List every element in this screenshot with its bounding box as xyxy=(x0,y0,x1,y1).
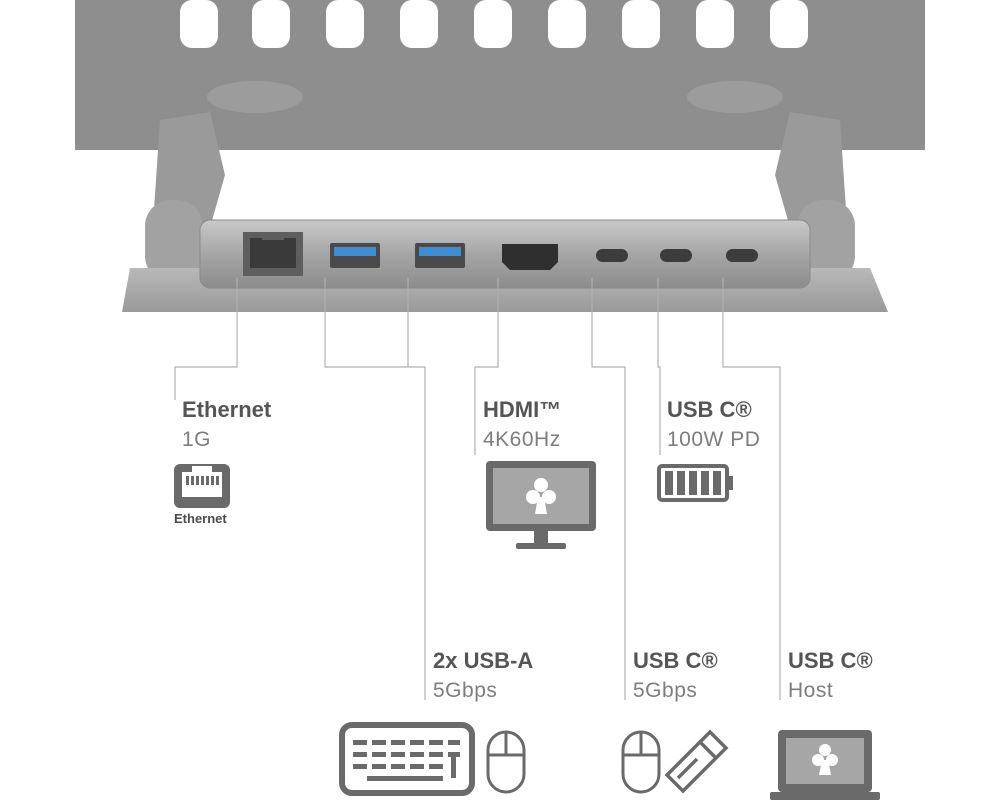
usb-c-data-label: USB C® 5Gbps xyxy=(633,648,718,702)
usb-hub xyxy=(199,219,811,289)
usb-c-data-port xyxy=(596,249,628,262)
ethernet-spec: 1G xyxy=(182,428,212,451)
hdmi-spec: 4K60Hz xyxy=(483,428,561,451)
usb-c-pd-title: USB C® xyxy=(667,397,752,422)
mouse-icon xyxy=(486,730,526,794)
hdmi-port xyxy=(502,244,558,270)
usb-stick-icon xyxy=(664,729,729,794)
monitor-icon xyxy=(486,461,596,549)
usb-c-host-port xyxy=(726,249,758,262)
usb-a-title: 2x USB-A xyxy=(433,648,534,673)
usb-c-pd-port xyxy=(660,249,692,262)
usb-c-data-title: USB C® xyxy=(633,648,718,673)
usb-a-label: 2x USB-A 5Gbps xyxy=(433,648,534,702)
ethernet-label: Ethernet 1G xyxy=(182,397,272,451)
leader-lines xyxy=(174,278,781,700)
usb-c-host-label: USB C® Host xyxy=(788,648,873,702)
ethernet-icon-caption: Ethernet xyxy=(174,511,227,526)
hdmi-title: HDMI™ xyxy=(483,397,562,422)
usb-a-port-2 xyxy=(415,243,465,268)
usb-c-data-spec: 5Gbps xyxy=(633,679,698,702)
usb-a-spec: 5Gbps xyxy=(433,679,498,702)
ethernet-title: Ethernet xyxy=(182,397,272,422)
usb-c-pd-label: USB C® 100W PD xyxy=(667,397,761,451)
ethernet-jack-icon xyxy=(174,464,230,508)
mouse-icon xyxy=(621,730,661,794)
usb-a-port-1 xyxy=(330,243,380,268)
keyboard-icon xyxy=(339,722,475,796)
usb-c-host-title: USB C® xyxy=(788,648,873,673)
hdmi-label: HDMI™ 4K60Hz xyxy=(483,397,562,451)
usb-c-host-spec: Host xyxy=(788,679,834,702)
laptop-icon xyxy=(770,730,880,800)
usb-c-pd-spec: 100W PD xyxy=(667,428,761,451)
battery-icon xyxy=(657,464,733,502)
ethernet-port xyxy=(243,232,303,276)
laptop-stand-plate xyxy=(75,0,925,150)
